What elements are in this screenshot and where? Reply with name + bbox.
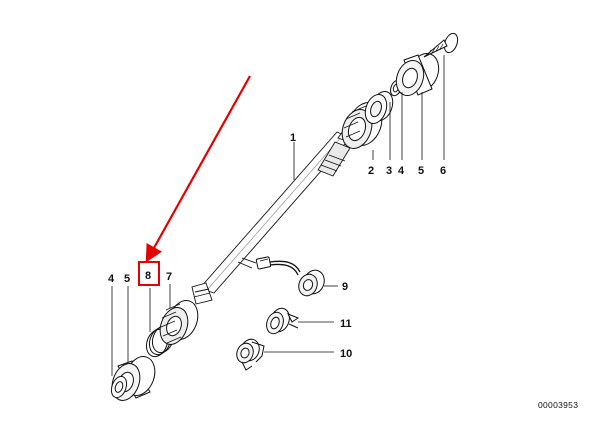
callout-5-top: 5: [418, 165, 424, 177]
highlight-arrow: [145, 75, 251, 263]
callout-9: 9: [342, 281, 348, 293]
part-number: 00003953: [538, 400, 578, 410]
bushing-upper: [395, 53, 440, 96]
clip-ring: [266, 307, 334, 335]
sensor-connector: [255, 256, 338, 297]
callout-3: 3: [386, 165, 392, 177]
callout-11: 11: [340, 318, 352, 330]
callout-8: 8: [145, 270, 151, 282]
callout-2: 2: [368, 165, 374, 177]
leader-lines-lower: [111, 284, 171, 376]
steering-shaft: [191, 123, 363, 305]
bushing-lower: [111, 356, 156, 401]
callout-1: 1: [290, 132, 296, 144]
callout-10: 10: [340, 348, 352, 360]
bearing-lower: [159, 300, 199, 345]
leader-lines-upper: [293, 55, 445, 180]
callout-4-left: 4: [108, 273, 115, 285]
ring-upper: [364, 90, 394, 125]
washer-lower: [110, 375, 128, 399]
callout-5-left: 5: [124, 273, 130, 285]
callout-7: 7: [166, 271, 172, 283]
callout-6: 6: [440, 165, 446, 177]
bolt-upper: [423, 32, 459, 58]
highlight-box: [138, 261, 160, 286]
callout-4-top: 4: [398, 165, 405, 177]
clamp-band: [236, 338, 334, 371]
